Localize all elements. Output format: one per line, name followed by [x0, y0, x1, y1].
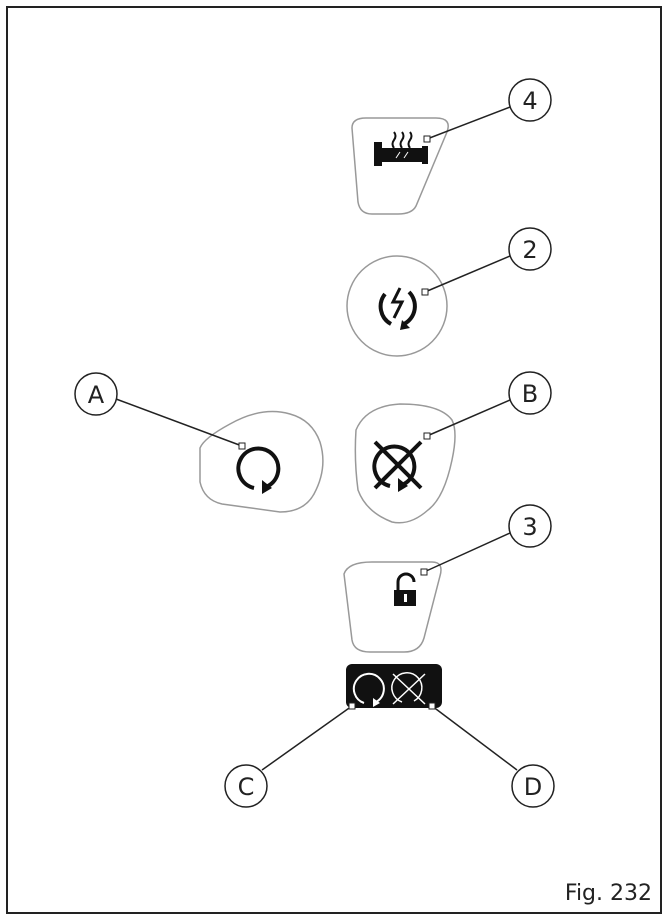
callout-3: 3 [508, 504, 552, 548]
cruise-off-indicator-icon [391, 672, 426, 705]
engine-start-button [346, 255, 448, 357]
heated-grip-button [351, 117, 449, 215]
callout-2: 2 [508, 227, 552, 271]
heated-grip-icon [374, 131, 428, 166]
callout-C: C [224, 764, 268, 808]
leader-line-2 [424, 255, 511, 293]
leader-line-C [261, 705, 353, 771]
callout-4-label: 4 [522, 87, 537, 115]
callout-A: A [74, 372, 118, 416]
cruise-control-off-icon [372, 440, 423, 492]
lock-button [343, 561, 442, 653]
callout-3-label: 3 [522, 513, 537, 541]
cruise-indicator-panel [346, 664, 442, 708]
callout-4: 4 [508, 78, 552, 122]
figure-caption: Fig. 232 [564, 881, 652, 906]
figure-frame [6, 6, 662, 914]
cruise-off-button [354, 403, 456, 524]
callout-D-label: D [524, 773, 542, 801]
leader-endpoints [238, 135, 436, 710]
engine-start-icon [378, 287, 417, 330]
cruise-control-on-icon [236, 446, 281, 494]
leader-line-D [431, 705, 518, 771]
callout-A-label: A [88, 381, 105, 409]
leader-line-4 [426, 106, 511, 140]
leader-line-A [115, 398, 243, 447]
cruise-on-button [199, 410, 324, 513]
callout-B-label: B [522, 380, 538, 408]
lock-icon [394, 572, 416, 606]
leader-line-3 [423, 532, 511, 573]
callout-2-label: 2 [522, 236, 537, 264]
leader-lines [115, 106, 518, 771]
callout-B: B [508, 371, 552, 415]
callout-D: D [511, 764, 555, 808]
leader-line-B [426, 399, 511, 437]
callout-C-label: C [238, 773, 255, 801]
cruise-on-indicator-icon [352, 672, 385, 707]
